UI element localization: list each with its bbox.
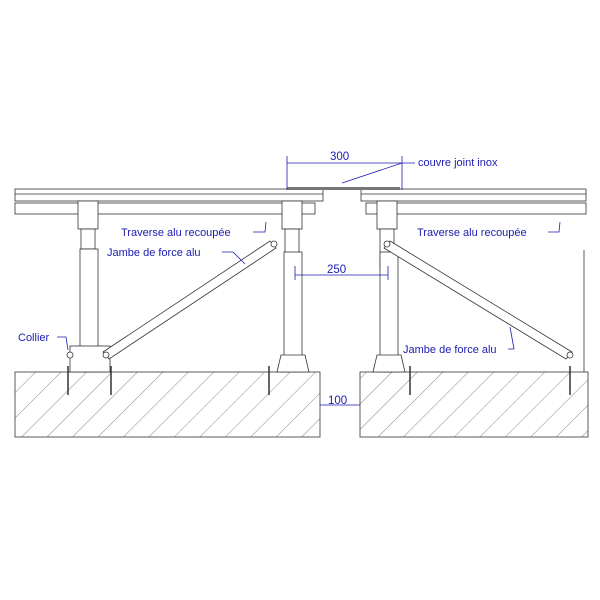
concrete-slab-right — [359, 371, 589, 438]
dimension-300: 300 — [286, 151, 403, 190]
label-cover-joint: couvre joint inox — [418, 157, 498, 169]
label-crossbeam-right: Traverse alu recoupée — [417, 227, 527, 239]
label-brace-left: Jambe de force alu — [107, 247, 201, 259]
concrete-slab-left — [14, 371, 321, 438]
deck-left — [14, 188, 324, 215]
dimension-300-label: 300 — [330, 151, 349, 163]
label-brace-right: Jambe de force alu — [403, 344, 497, 356]
leader-lines — [57, 162, 561, 351]
anchor-bolts — [67, 366, 571, 395]
brace-right — [383, 240, 573, 360]
post-right — [372, 200, 406, 373]
label-collar: Collier — [18, 332, 50, 344]
deck-right — [360, 188, 587, 215]
dimension-100: 100 — [320, 395, 360, 407]
post-center — [276, 200, 310, 373]
label-crossbeam-left: Traverse alu recoupée — [121, 227, 231, 239]
dimension-250-label: 250 — [327, 264, 346, 276]
dimension-250: 250 — [294, 264, 389, 280]
post-left — [69, 200, 111, 373]
cover-joint-plate — [287, 187, 400, 190]
dimension-100-label: 100 — [328, 395, 347, 407]
